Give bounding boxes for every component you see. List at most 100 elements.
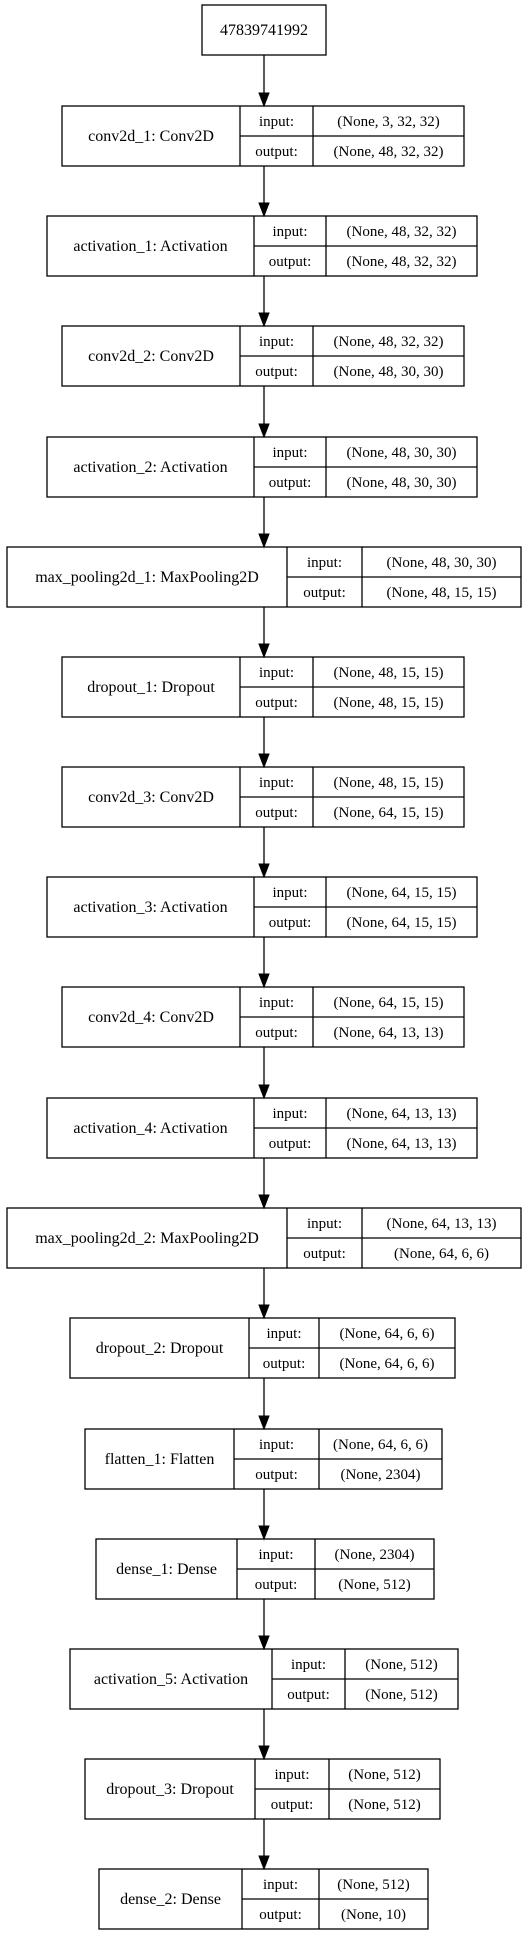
edge-arrow bbox=[258, 1489, 270, 1541]
output-label: output: bbox=[259, 1907, 302, 1923]
output-label: output: bbox=[255, 1467, 298, 1483]
arrowhead bbox=[258, 312, 270, 328]
output-label: output: bbox=[255, 144, 298, 160]
input-label: input: bbox=[307, 1216, 342, 1232]
input-label: input: bbox=[259, 1437, 294, 1453]
layer-node: activation_5: Activationinput:output:(No… bbox=[69, 1648, 459, 1710]
edge-arrow bbox=[258, 1268, 270, 1320]
layer-name: activation_5: Activation bbox=[94, 1671, 248, 1688]
edge-arrow bbox=[258, 1378, 270, 1431]
input-label: input: bbox=[259, 665, 294, 681]
edge-arrow bbox=[258, 1047, 270, 1100]
input-label: input: bbox=[272, 445, 307, 461]
arrowhead bbox=[258, 423, 270, 439]
layer-name: conv2d_4: Conv2D bbox=[88, 1009, 214, 1026]
input-shape: (None, 48, 32, 32) bbox=[334, 334, 444, 350]
output-label: output: bbox=[255, 1025, 298, 1041]
layer-name: conv2d_3: Conv2D bbox=[88, 789, 214, 806]
edge-arrow bbox=[258, 1599, 270, 1651]
input-shape: (None, 64, 13, 13) bbox=[387, 1216, 497, 1232]
output-label: output: bbox=[271, 1797, 314, 1813]
layer-name: dense_2: Dense bbox=[120, 1891, 221, 1908]
input-label: input: bbox=[259, 334, 294, 350]
edge-arrow bbox=[258, 607, 270, 659]
arrowhead bbox=[258, 92, 270, 108]
edge-arrow bbox=[258, 276, 270, 328]
edge-arrow bbox=[258, 55, 270, 108]
output-label: output: bbox=[303, 1246, 346, 1262]
layer-node: max_pooling2d_2: MaxPooling2D input: outpu… bbox=[6, 1207, 522, 1269]
layer-name: activation_2: Activation bbox=[73, 459, 227, 476]
arrowhead bbox=[258, 533, 270, 549]
output-shape: (None, 64, 13, 13) bbox=[347, 1136, 457, 1152]
root-node-label: 47839741992 bbox=[220, 22, 308, 39]
arrowhead bbox=[258, 1194, 270, 1210]
arrowhead bbox=[258, 1745, 270, 1761]
input-shape: (None, 48, 30, 30) bbox=[347, 445, 457, 461]
root-node-box bbox=[201, 4, 327, 56]
input-label: input: bbox=[263, 1877, 298, 1893]
arrowhead bbox=[258, 1084, 270, 1100]
output-shape: (None, 48, 32, 32) bbox=[334, 144, 444, 160]
output-shape: (None, 48, 30, 30) bbox=[347, 475, 457, 491]
edge-arrow bbox=[258, 1158, 270, 1210]
nodes: 47839741992 conv2d_1: Conv2Dinput:output… bbox=[6, 4, 522, 1930]
layer-name: dropout_1: Dropout bbox=[87, 679, 215, 696]
layer-name: dense_1: Dense bbox=[116, 1561, 217, 1578]
arrowhead bbox=[258, 863, 270, 879]
input-shape: (None, 64, 13, 13) bbox=[347, 1106, 457, 1122]
input-label: input: bbox=[266, 1326, 301, 1342]
output-shape: (None, 48, 15, 15) bbox=[387, 585, 497, 601]
output-shape: (None, 512) bbox=[338, 1577, 410, 1593]
input-shape: (None, 64, 15, 15) bbox=[334, 995, 444, 1011]
output-label: output: bbox=[255, 805, 298, 821]
layer-node: dropout_1: Dropout input: output: (None, 48… bbox=[61, 656, 465, 718]
output-label: output: bbox=[287, 1687, 330, 1703]
layer-node: dropout_2: Dropout input: output: (None, 64… bbox=[69, 1317, 456, 1379]
layer-name: max_pooling2d_1: MaxPooling2D bbox=[35, 569, 259, 586]
layer-name: activation_3: Activation bbox=[73, 899, 227, 916]
output-label: output: bbox=[255, 1577, 298, 1593]
output-label: output: bbox=[263, 1356, 306, 1372]
layer-name: max_pooling2d_2: MaxPooling2D bbox=[35, 1230, 259, 1247]
output-shape: (None, 48, 30, 30) bbox=[334, 364, 444, 380]
output-shape: (None, 10) bbox=[341, 1907, 406, 1923]
input-label: input: bbox=[274, 1767, 309, 1783]
layer-name: activation_4: Activation bbox=[73, 1120, 227, 1137]
output-label: output: bbox=[269, 254, 312, 270]
layer-node: activation_3: Activationinput:output:(No… bbox=[46, 876, 478, 938]
layer-name: dropout_2: Dropout bbox=[96, 1340, 224, 1357]
output-shape: (None, 64, 6, 6) bbox=[340, 1356, 435, 1372]
input-shape: (None, 64, 15, 15) bbox=[347, 885, 457, 901]
output-label: output: bbox=[269, 915, 312, 931]
layer-node: activation_4: Activationinput:output:(No… bbox=[46, 1097, 478, 1159]
arrowhead bbox=[258, 973, 270, 989]
output-shape: (None, 64, 15, 15) bbox=[334, 805, 444, 821]
input-shape: (None, 512) bbox=[348, 1767, 420, 1783]
layer-name: dropout_3: Dropout bbox=[106, 1781, 234, 1798]
arrowhead bbox=[258, 753, 270, 769]
layer-name: activation_1: Activation bbox=[73, 238, 227, 255]
input-shape: (None, 3, 32, 32) bbox=[337, 114, 439, 130]
input-shape: (None, 64, 6, 6) bbox=[340, 1326, 435, 1342]
output-shape: (None, 512) bbox=[348, 1797, 420, 1813]
output-shape: (None, 48, 32, 32) bbox=[347, 254, 457, 270]
layer-name: flatten_1: Flatten bbox=[105, 1451, 215, 1468]
output-shape: (None, 48, 15, 15) bbox=[334, 695, 444, 711]
output-shape: (None, 2304) bbox=[341, 1467, 421, 1483]
input-label: input: bbox=[272, 1106, 307, 1122]
output-label: output: bbox=[255, 695, 298, 711]
edge-arrow bbox=[258, 1709, 270, 1761]
root-node: 47839741992 bbox=[201, 4, 327, 56]
arrowhead bbox=[258, 1525, 270, 1541]
output-label: output: bbox=[269, 475, 312, 491]
input-shape: (None, 64, 6, 6) bbox=[333, 1437, 428, 1453]
edges bbox=[258, 55, 270, 1871]
edge-arrow bbox=[258, 497, 270, 549]
layer-node: max_pooling2d_1: MaxPooling2Dinput:outpu… bbox=[6, 546, 522, 608]
input-label: input: bbox=[259, 114, 294, 130]
